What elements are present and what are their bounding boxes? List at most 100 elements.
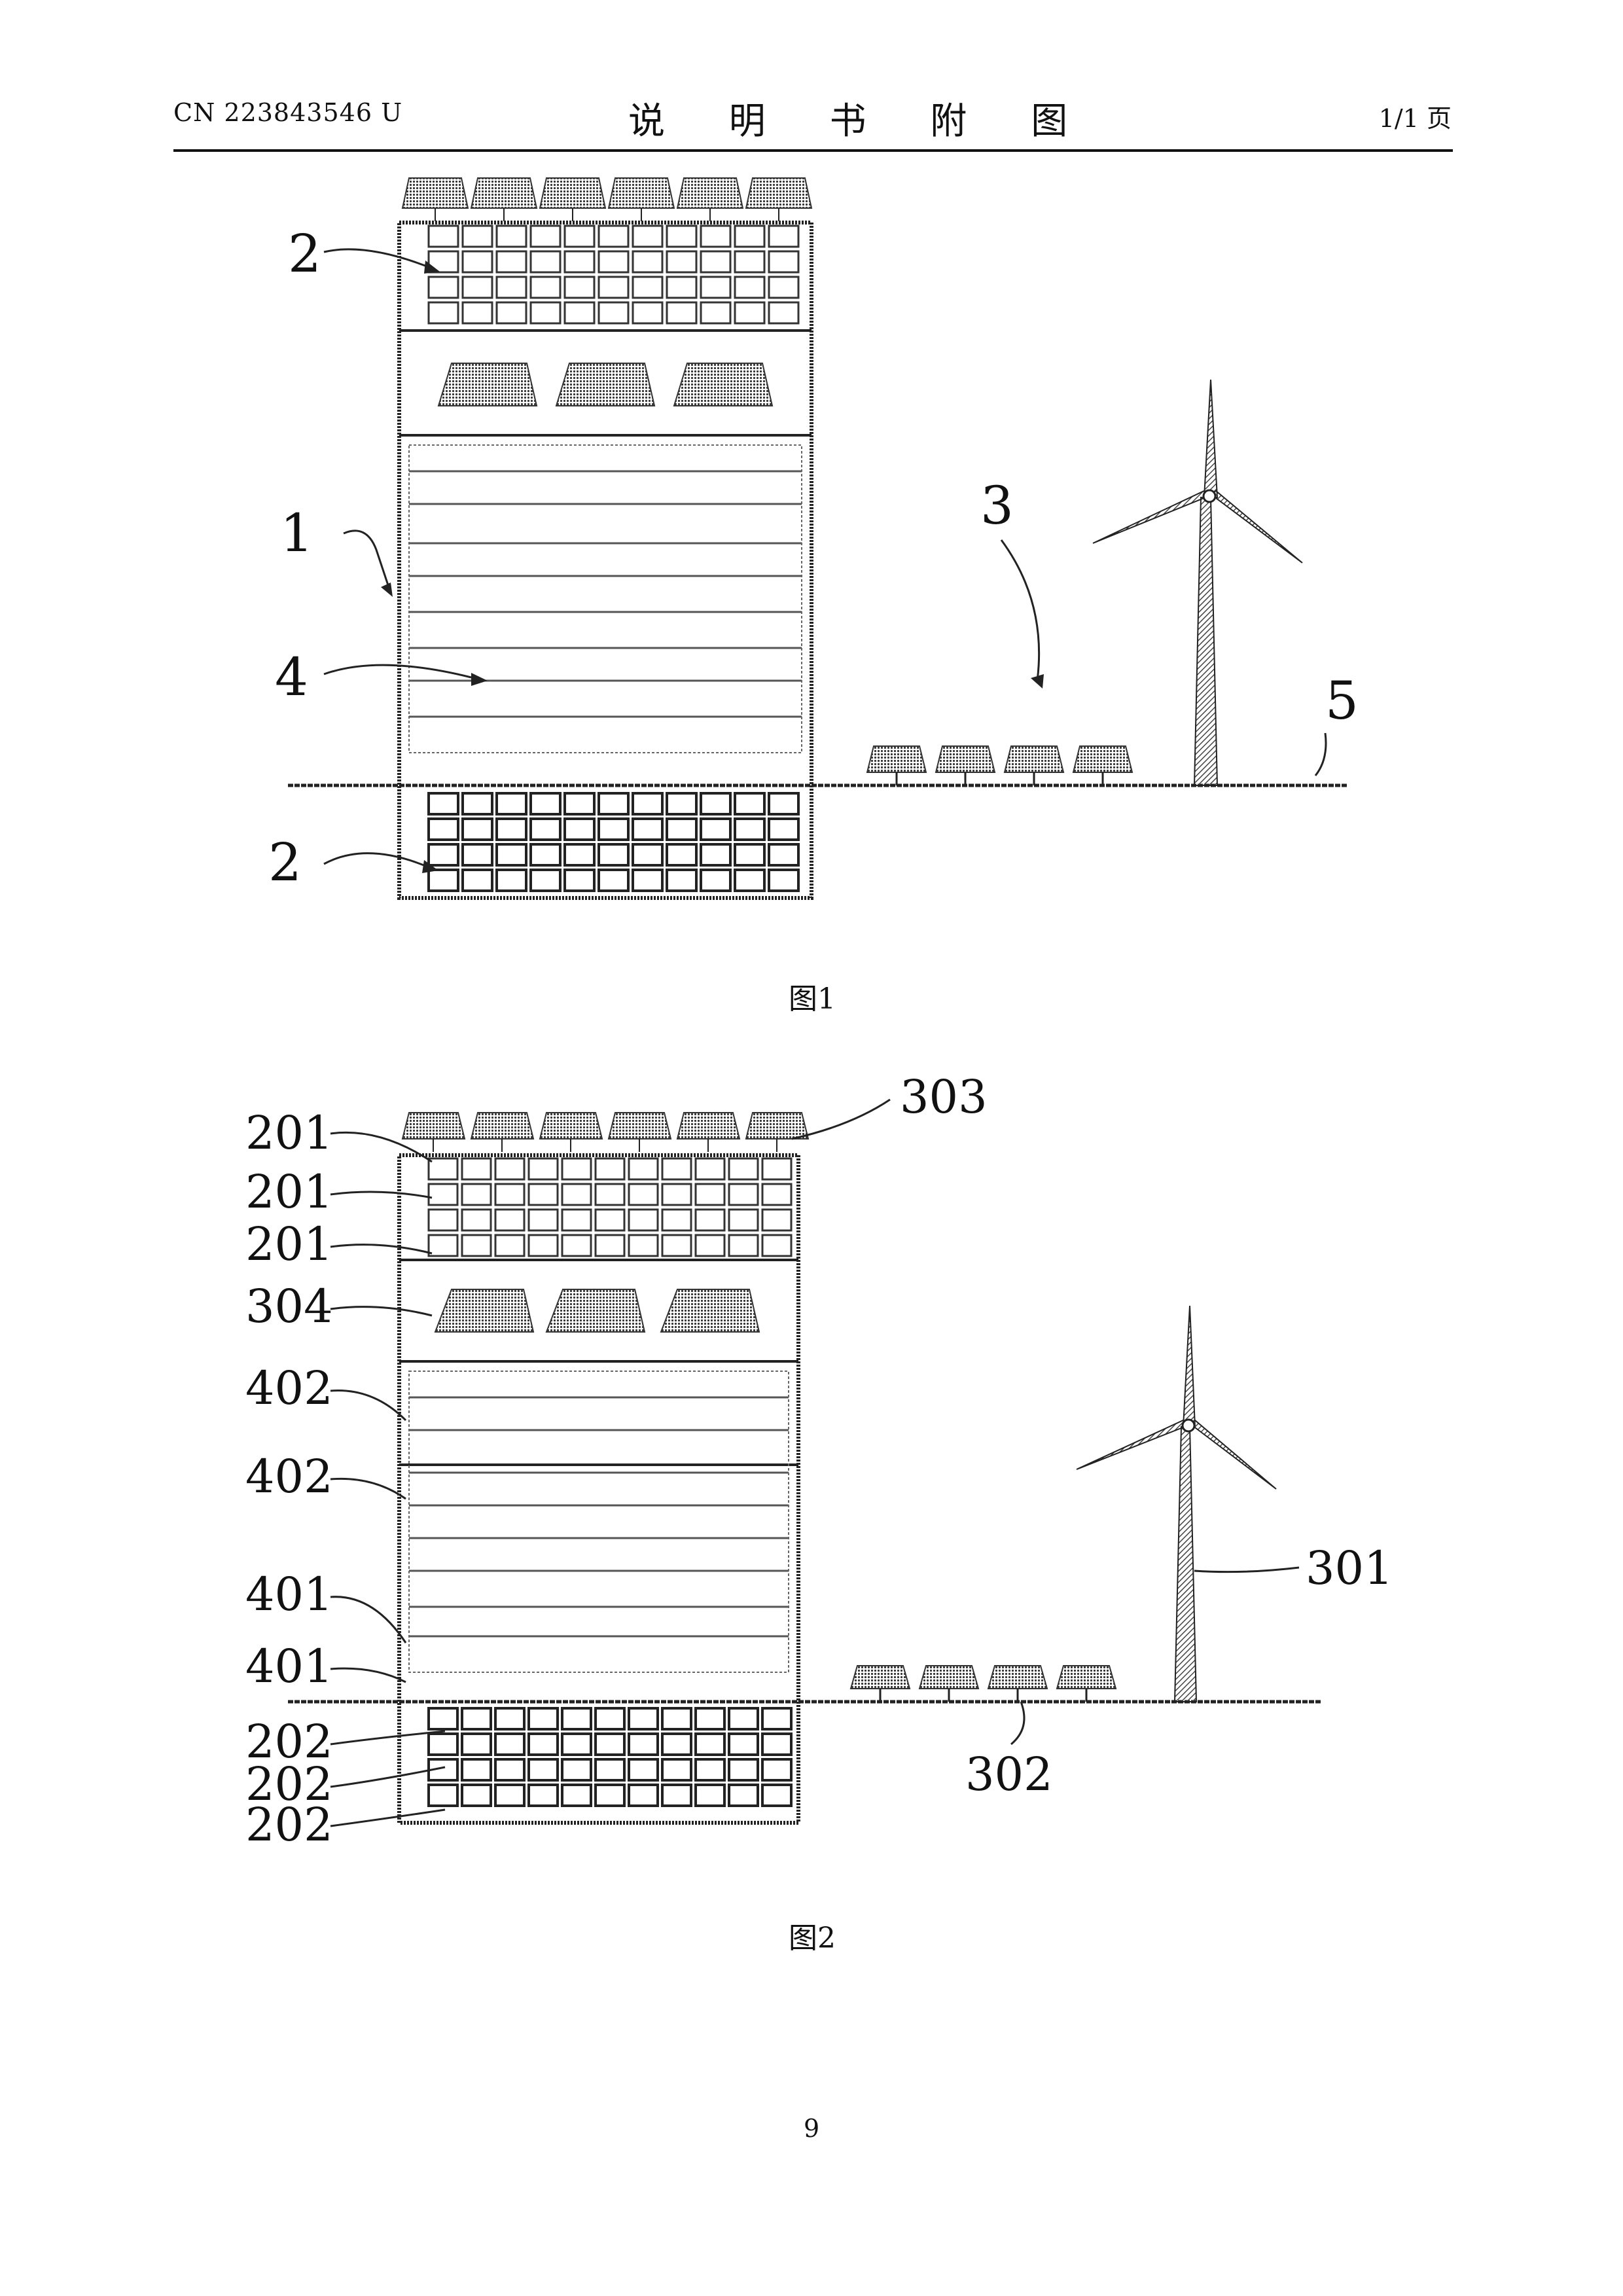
label-2-top: 2 [288, 223, 321, 284]
battery-cell [633, 870, 662, 891]
battery-cell [463, 844, 492, 865]
battery-cell [662, 1158, 691, 1179]
battery-cell [429, 819, 458, 840]
roof-solar-panels [402, 178, 812, 221]
battery-cell [762, 1184, 791, 1205]
battery-cell [462, 1210, 491, 1230]
battery-cell [497, 819, 526, 840]
battery-cell [529, 1235, 558, 1256]
battery-cell [531, 819, 560, 840]
battery-cell [529, 1785, 558, 1806]
label-302: 302 [965, 1748, 1053, 1801]
battery-cell [562, 1158, 591, 1179]
battery-cell [599, 226, 628, 247]
battery-cell [596, 1759, 624, 1780]
battery-cell [633, 793, 662, 814]
battery-cell [735, 870, 764, 891]
arrowheads [381, 260, 1044, 873]
battery-cell [531, 793, 560, 814]
figure-1-caption: 图1 [789, 975, 836, 1017]
battery-cell [629, 1184, 658, 1205]
battery-cell [629, 1785, 658, 1806]
battery-cell [769, 793, 798, 814]
battery-cell [667, 844, 696, 865]
label-202-c: 202 [245, 1798, 333, 1852]
battery-cell [729, 1708, 758, 1729]
battery-cell [701, 819, 730, 840]
battery-cell [701, 793, 730, 814]
battery-cell [497, 844, 526, 865]
battery-cell [599, 819, 628, 840]
battery-cell [531, 302, 560, 323]
battery-cell [495, 1184, 524, 1205]
battery-cell [662, 1210, 691, 1230]
document-title: 说 明 书 附 图 [628, 92, 1094, 145]
top-battery-grid-2 [429, 1158, 791, 1256]
battery-cell [429, 1708, 457, 1729]
battery-cell [696, 1184, 724, 1205]
battery-cell [769, 870, 798, 891]
battery-cell [662, 1708, 691, 1729]
battery-cell [735, 277, 764, 298]
battery-cell [565, 844, 594, 865]
battery-cell [497, 793, 526, 814]
battery-cell [565, 251, 594, 272]
battery-cell [729, 1734, 758, 1755]
battery-cell [462, 1785, 491, 1806]
top-battery-grid [429, 226, 798, 323]
label-201-a: 201 [245, 1106, 333, 1160]
battery-cell [662, 1759, 691, 1780]
bottom-battery-grid [429, 793, 798, 891]
battery-cell [429, 277, 458, 298]
battery-cell [762, 1235, 791, 1256]
battery-cell [629, 1210, 658, 1230]
mid-floor-solar-panels-2 [435, 1289, 759, 1332]
battery-cell [599, 251, 628, 272]
battery-cell [429, 1734, 457, 1755]
battery-cell [701, 302, 730, 323]
battery-cell [769, 277, 798, 298]
battery-cell [565, 819, 594, 840]
battery-cell [565, 793, 594, 814]
page-indicator: 1/1 页 [1379, 98, 1452, 134]
figure-1-drawing: 2 1 4 3 5 2 [0, 157, 1623, 969]
battery-cell [495, 1785, 524, 1806]
battery-cell [762, 1210, 791, 1230]
battery-cell [633, 226, 662, 247]
battery-cell [662, 1734, 691, 1755]
battery-cell [463, 277, 492, 298]
label-303: 303 [900, 1070, 988, 1124]
battery-cell [599, 277, 628, 298]
battery-cell [565, 226, 594, 247]
battery-cell [596, 1734, 624, 1755]
battery-cell [769, 844, 798, 865]
battery-cell [531, 251, 560, 272]
battery-cell [769, 226, 798, 247]
battery-cell [565, 302, 594, 323]
battery-cell [696, 1759, 724, 1780]
roof-solar-panels-2 [402, 1113, 808, 1152]
battery-cell [662, 1785, 691, 1806]
battery-cell [429, 226, 458, 247]
battery-cell [495, 1734, 524, 1755]
battery-cell [429, 302, 458, 323]
battery-cell [729, 1759, 758, 1780]
battery-cell [529, 1708, 558, 1729]
battery-cell [529, 1210, 558, 1230]
battery-cell [629, 1759, 658, 1780]
battery-cell [463, 870, 492, 891]
label-301: 301 [1306, 1541, 1393, 1595]
battery-cell [562, 1785, 591, 1806]
battery-cell [629, 1708, 658, 1729]
battery-cell [735, 302, 764, 323]
page-number: 9 [804, 2114, 819, 2143]
battery-cell [596, 1210, 624, 1230]
mid-floor-solar-panels [438, 363, 772, 406]
battery-cell [495, 1158, 524, 1179]
battery-cell [497, 277, 526, 298]
battery-cell [565, 277, 594, 298]
label-2-bottom: 2 [268, 832, 302, 893]
battery-cell [662, 1184, 691, 1205]
battery-cell [629, 1235, 658, 1256]
battery-cell [429, 1210, 457, 1230]
